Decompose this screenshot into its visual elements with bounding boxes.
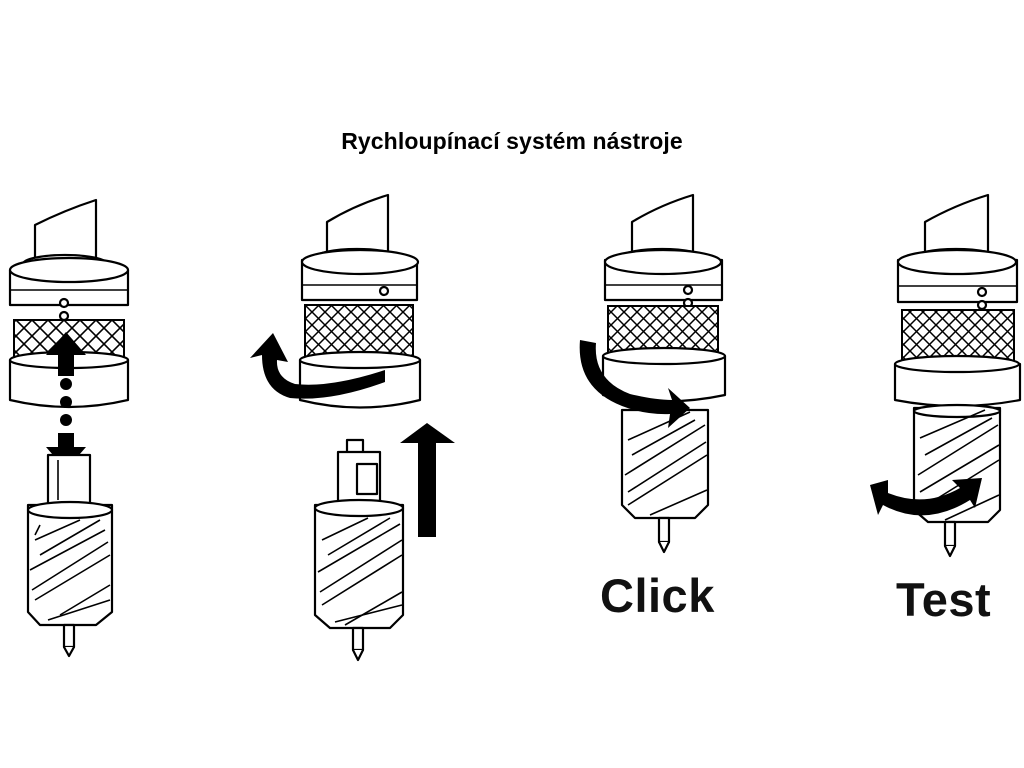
test-label: Test <box>896 573 992 626</box>
rotate-both-ways-icon <box>870 478 982 516</box>
chuck-and-cutter-drawing <box>870 193 1022 558</box>
rotate-counterclockwise-icon <box>250 333 385 399</box>
cutter <box>26 453 114 658</box>
chuck-body <box>601 193 727 403</box>
cutter <box>620 408 710 554</box>
chuck-and-cutter-drawing <box>8 198 130 658</box>
push-up-arrow-icon <box>400 423 455 537</box>
diagram-title: Rychloupínací systém nástroje <box>341 128 683 154</box>
click-label: Click <box>600 569 715 622</box>
rotate-clockwise-icon <box>579 340 690 428</box>
insert-arrow-icon <box>46 332 86 470</box>
chuck-body <box>298 193 422 409</box>
chuck-body <box>893 193 1022 408</box>
chuck-and-cutter-drawing <box>579 193 727 554</box>
chuck-and-cutter-drawing <box>250 193 455 662</box>
cutter <box>313 438 405 662</box>
